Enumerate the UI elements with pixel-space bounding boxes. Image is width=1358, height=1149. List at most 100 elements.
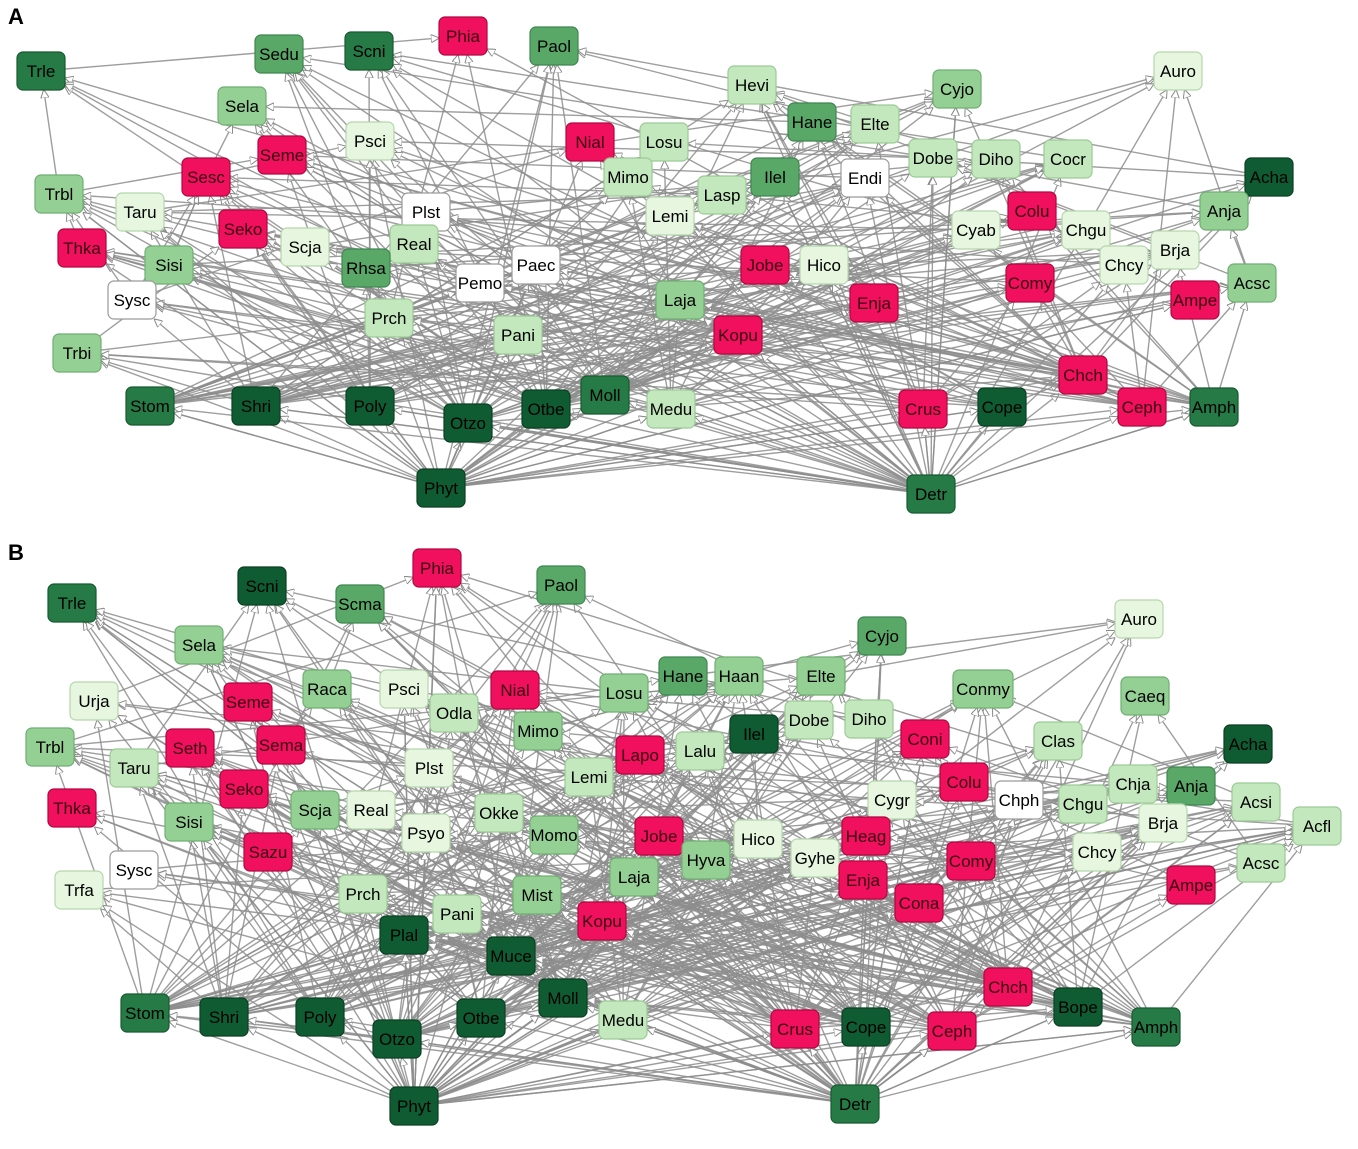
- node-box: [840, 158, 890, 198]
- edge-chcy-trbl: [83, 196, 1125, 266]
- edge-shri-sisi: [192, 841, 225, 1018]
- node-label: Trbl: [45, 185, 74, 204]
- node-prch: Prch: [364, 298, 414, 338]
- edge-enja-plst: [450, 217, 875, 304]
- node-label: Amph: [1134, 1018, 1178, 1037]
- node-box: [302, 669, 352, 709]
- node-label: Comy: [1008, 274, 1053, 293]
- node-label: Otzo: [379, 1030, 415, 1049]
- node-box: [438, 16, 488, 56]
- edge-ceph-thka: [106, 252, 1143, 408]
- node-cocr: Cocr: [1043, 139, 1093, 179]
- node-box: [770, 1009, 820, 1049]
- node-gyhe: Gyhe: [790, 838, 840, 878]
- edge-stom-plal: [144, 942, 380, 1014]
- node-box: [432, 894, 482, 934]
- edge-acsc-auro: [1185, 90, 1253, 284]
- edge-ceph-mimo: [562, 749, 953, 1032]
- node-label: Dobe: [913, 149, 954, 168]
- node-label: Coni: [908, 730, 943, 749]
- node-box: [946, 841, 996, 881]
- node-box: [787, 102, 837, 142]
- node-chja: Chja: [1108, 764, 1158, 804]
- node-label: Crus: [777, 1020, 813, 1039]
- node-label: Elte: [860, 115, 889, 134]
- node-label: Lalu: [684, 742, 716, 761]
- node-box: [511, 245, 561, 285]
- edge-acfl-cygr: [916, 801, 1318, 827]
- edge-ceph-psyo: [450, 842, 953, 1032]
- node-box: [898, 389, 948, 429]
- node-box: [493, 315, 543, 355]
- node-muce: Muce: [486, 936, 536, 976]
- edge-otzo-lapo: [396, 774, 623, 1040]
- node-box: [219, 769, 269, 809]
- node-box: [750, 157, 800, 197]
- edge-amph-colu: [1050, 230, 1215, 408]
- node-box: [564, 757, 614, 797]
- edge-detr-kopu: [762, 354, 932, 495]
- node-label: Dobe: [789, 711, 830, 730]
- node-box: [280, 227, 330, 267]
- edge-acfl-ilel: [778, 738, 1318, 827]
- edge-plal-paol: [403, 604, 552, 936]
- node-box: [1131, 1007, 1181, 1047]
- edge-detr-bope: [854, 1018, 1054, 1105]
- node-otzo: Otzo: [372, 1019, 422, 1059]
- node-ilel: Ilel: [750, 157, 800, 197]
- edge-shri-sesc: [210, 196, 257, 407]
- node-label: Sela: [225, 97, 260, 116]
- node-prch: Prch: [338, 874, 388, 914]
- edge-detr-stom: [174, 409, 932, 495]
- edge-detr-laja: [653, 896, 856, 1105]
- edge-phyt-cope: [413, 1031, 842, 1107]
- node-label: Chch: [1063, 366, 1103, 385]
- node-label: Ceph: [932, 1022, 973, 1041]
- panel-label-b: B: [8, 540, 24, 565]
- node-label: Pani: [501, 326, 535, 345]
- edge-detr-sesc: [230, 188, 932, 495]
- node-label: Hevi: [735, 76, 769, 95]
- edge-rhsa-anja: [365, 213, 1200, 269]
- node-pani: Pani: [432, 894, 482, 934]
- edge-prch-phia: [388, 55, 458, 319]
- node-box: [1244, 157, 1294, 197]
- node-hyva: Hyva: [681, 840, 731, 880]
- edge-otzo-losu: [467, 161, 650, 424]
- edge-otzo-clas: [396, 752, 1034, 1040]
- node-box: [256, 725, 306, 765]
- edge-amph-thka: [106, 251, 1215, 408]
- node-label: Crus: [905, 400, 941, 419]
- edge-shri-seko: [223, 808, 242, 1018]
- node-box: [47, 788, 97, 828]
- edge-detr-endi: [869, 197, 932, 495]
- node-label: Losu: [606, 684, 643, 703]
- node-label: Prch: [346, 885, 381, 904]
- node-label: Okke: [479, 804, 519, 823]
- node-box: [1053, 987, 1103, 1027]
- node-box: [1166, 865, 1216, 905]
- node-otbe: Otbe: [456, 998, 506, 1038]
- node-ampe: Ampe: [1170, 280, 1220, 320]
- node-box: [490, 670, 540, 710]
- edge-hane-sela: [266, 107, 813, 123]
- node-label: Otzo: [450, 414, 486, 433]
- node-label: Plst: [415, 759, 444, 778]
- node-box: [372, 1019, 422, 1059]
- node-label: Lasp: [704, 186, 741, 205]
- node-label: Shri: [209, 1008, 239, 1027]
- node-label: Taru: [123, 203, 156, 222]
- node-label: Anja: [1207, 202, 1242, 221]
- node-box: [144, 245, 194, 285]
- node-anja: Anja: [1199, 191, 1249, 231]
- node-elte: Elte: [796, 656, 846, 696]
- node-label: Colu: [947, 773, 982, 792]
- node-label: Mimo: [607, 168, 649, 187]
- node-label: Laja: [664, 291, 697, 310]
- node-label: Otbe: [528, 400, 565, 419]
- node-box: [109, 850, 159, 890]
- node-box: [218, 209, 268, 249]
- node-box: [598, 1000, 648, 1040]
- edge-amph-lemi: [613, 788, 1157, 1028]
- node-cope: Cope: [977, 387, 1027, 427]
